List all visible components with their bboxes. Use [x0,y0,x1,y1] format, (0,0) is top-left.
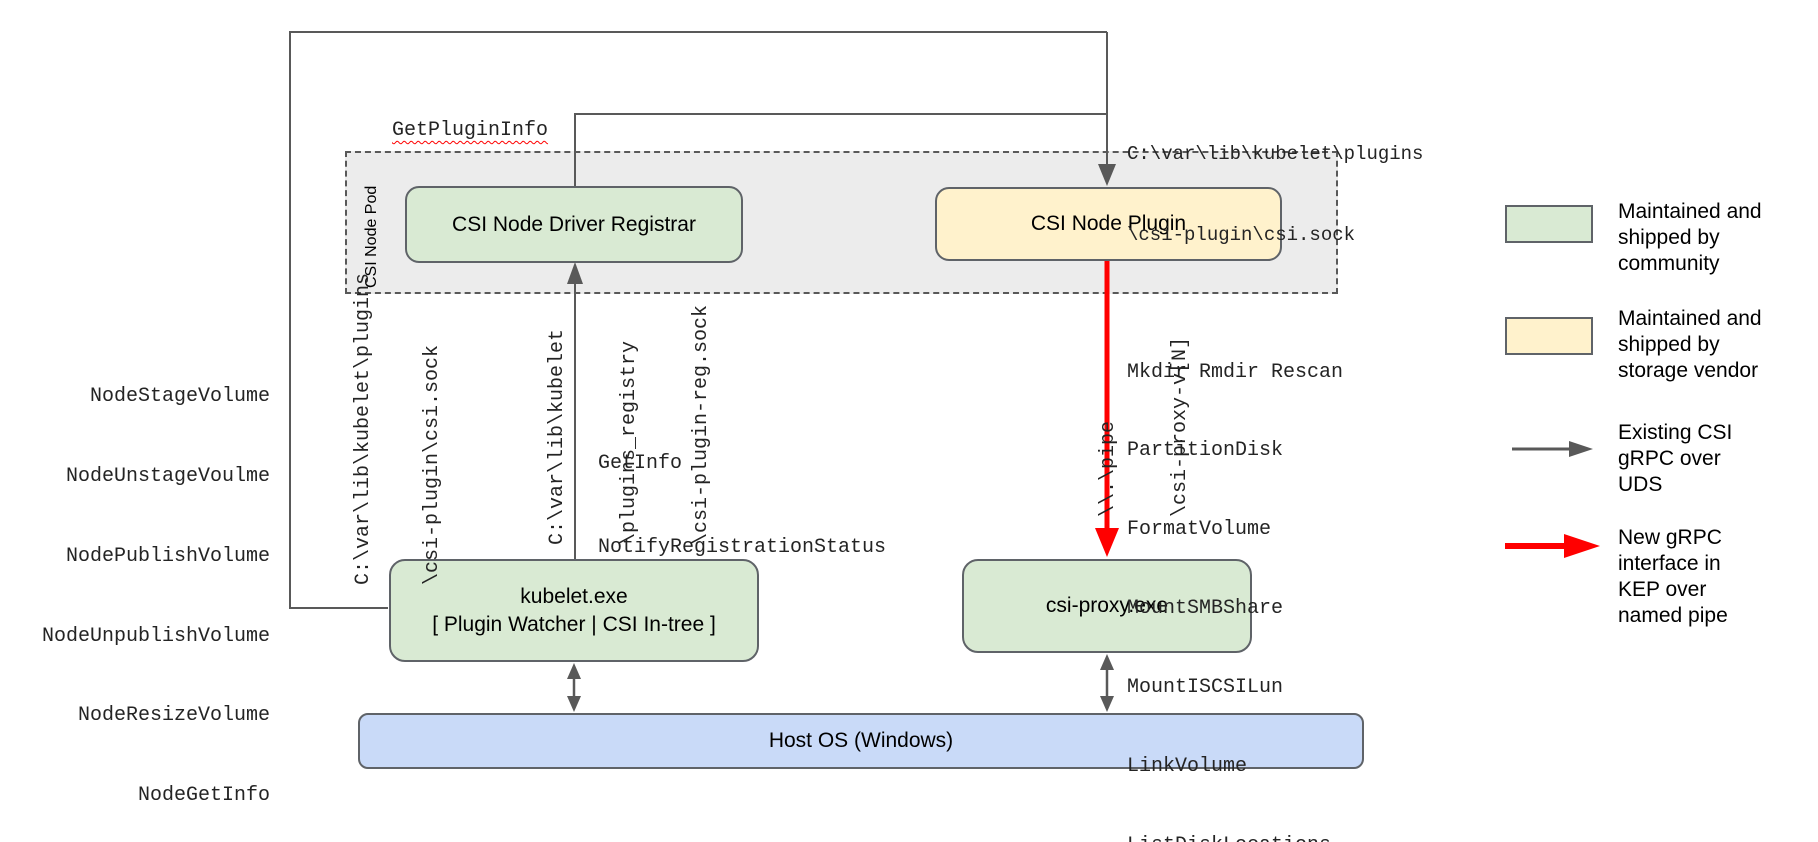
node-call: NodeUnpublishVolume [41,624,270,648]
arrowhead-into-registrar [567,262,583,284]
csi-sock-path-label: C:\var\lib\kubelet\plugins \csi-plugin\c… [1127,143,1424,246]
rotated-csi-sock-path-label: C:\var\lib\kubelet\plugins \csi-plugin\c… [352,272,444,585]
legend-gray-arrow-icon [1512,441,1593,457]
csi-node-plugin-box: CSI Node Plugin [935,187,1282,261]
arrowhead-into-plugin [1098,164,1116,186]
legend-existing-grpc-label: Existing CSI gRPC over UDS [1618,421,1733,496]
legend-vendor-swatch [1505,317,1593,355]
kubelet-host-double-arrow [567,663,581,712]
legend-vendor-label: Maintained and shipped by storage vendor [1618,307,1762,382]
legend-community-label: Maintained and shipped by community [1618,200,1762,275]
host-os-box: Host OS (Windows) [358,713,1364,769]
proxy-host-double-arrow [1100,654,1114,712]
node-call: NodeStageVolume [89,385,270,409]
kubelet-to-registrar-line [567,262,583,559]
proxy-call: MountSMBShare [1127,597,1284,621]
plugin-label: CSI Node Plugin [1030,212,1187,235]
registrar-label: CSI Node Driver Registrar [452,212,696,236]
node-csi-calls-list: NodeStageVolume NodeUnstageVoulme NodePu… [30,331,270,842]
legend-community-swatch [1505,205,1593,243]
csi-node-driver-registrar-box: CSI Node Driver Registrar [405,186,743,263]
legend-new-grpc-label: New gRPC interface in KEP over named pip… [1618,526,1728,627]
node-call: NodeResizeVolume [77,704,270,728]
csi-proxy-label: csi-proxy.exe [1045,594,1169,617]
proxy-call: PartitionDisk [1127,439,1284,463]
node-call: NodeGetInfo [137,784,270,808]
node-call: NodeUnstageVoulme [65,464,270,488]
node-call: NodePublishVolume [65,544,270,568]
proxy-call: FormatVolume [1127,518,1272,542]
proxy-call: ListDiskLocations [1127,833,1343,842]
plugin-to-proxy-red-arrow [1095,261,1119,557]
registration-calls-list: GetInfo NotifyRegistrationStatus [598,452,887,559]
get-plugin-info-label: GetPluginInfo [392,119,549,142]
csi-proxy-box: csi-proxy.exe [962,559,1252,653]
kubelet-label-line2: [ Plugin Watcher | CSI In-tree ] [432,612,716,636]
proxy-call: MountISCSILun [1127,676,1284,700]
host-os-label: Host OS (Windows) [768,729,954,752]
kubelet-to-plugin-uds-line [289,31,1116,609]
registrar-to-plugin-line [574,113,1107,186]
proxy-call: Mkdir Rmdir Rescan [1127,360,1344,384]
proxy-call: LinkVolume [1127,755,1248,779]
kubelet-label-line1: kubelet.exe [520,584,628,608]
legend-red-arrow-icon [1505,534,1600,558]
kubelet-box: kubelet.exe [ Plugin Watcher | CSI In-tr… [389,559,759,662]
proxy-calls-list: Mkdir Rmdir Rescan PartitionDisk FormatV… [1127,307,1343,842]
